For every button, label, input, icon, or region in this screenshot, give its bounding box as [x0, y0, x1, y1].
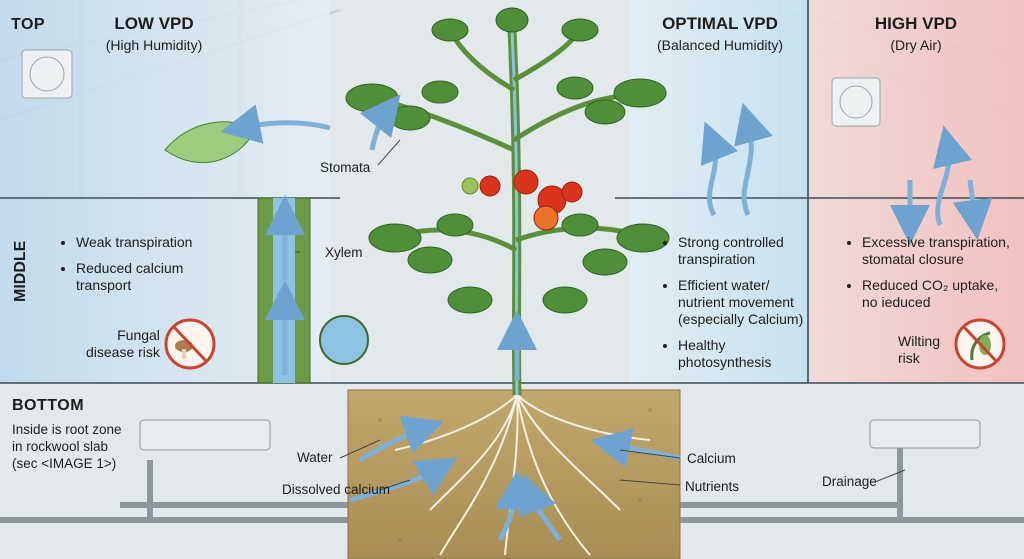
optimal-vpd-title: OPTIMAL VPD	[662, 14, 778, 33]
callout-lines	[295, 139, 906, 491]
tomatoes	[461, 169, 583, 231]
calcium-label: Calcium	[687, 451, 736, 466]
leaves	[345, 7, 670, 314]
zone-bottom-label: BOTTOM	[12, 397, 85, 414]
low-bullet-line: transport	[76, 277, 132, 293]
benches	[139, 419, 981, 451]
optimal-bullet-line: transpiration	[678, 251, 756, 267]
low-risk-line: Fungal	[117, 327, 160, 343]
irrigation-pipes	[0, 445, 1024, 523]
stomata-label: Stomata	[320, 160, 371, 175]
optimal-vpd-subtitle: (Balanced Humidity)	[656, 37, 784, 53]
low-vpd-subtitle: (High Humidity)	[105, 37, 203, 53]
water-label: Water	[297, 450, 333, 465]
bottom-note-line: Inside is root zone	[12, 422, 122, 437]
flow-arrows	[220, 94, 993, 542]
high-risk-line: Wilting	[898, 333, 941, 349]
high-vpd-bullets: Excessive transpiration,stomatal closure…	[846, 234, 1010, 320]
high-vpd-title: HIGH VPD	[874, 14, 958, 33]
high-risk-line: risk	[898, 350, 920, 366]
optimal-bullet-line: nutrient movement	[678, 294, 794, 310]
dissolved-calcium-label: Dissolved calcium	[282, 482, 391, 497]
high-bullet-line: Reduced CO₂ uptake,	[862, 277, 999, 293]
xylem-magnifier-icon	[319, 315, 369, 365]
optimal-vpd-panel	[630, 0, 808, 383]
optimal-bullet-line: Healthy	[678, 337, 726, 353]
low-bullet-line: Reduced calcium	[76, 260, 184, 276]
optimal-bullet: Efficient water/nutrient movement(especi…	[678, 277, 803, 328]
optimal-bullet-line: photosynthesis	[678, 354, 772, 370]
zone-middle-label: MIDDLE	[12, 240, 29, 302]
low-bullet: Weak transpiration	[76, 234, 192, 251]
optimal-bullet-line: (especially Calcium)	[678, 311, 804, 327]
bottom-note-line: (sec <IMAGE 1>)	[12, 456, 117, 471]
roots	[394, 394, 651, 556]
low-vpd-bullets: Weak transpiration Reduced calciumtransp…	[60, 234, 192, 303]
zone-top-label: TOP	[11, 16, 46, 33]
high-vpd-panel	[808, 0, 1024, 383]
low-risk-line: disease risk	[86, 344, 160, 360]
fan-icon	[21, 49, 881, 127]
low-vpd-title: LOW VPD	[114, 14, 194, 33]
bottom-note-line: in rockwool slab	[12, 439, 109, 454]
high-vpd-subtitle: (Dry Air)	[890, 37, 942, 53]
bottom-note: Inside is root zone in rockwool slab (se…	[12, 421, 122, 472]
drainage-label: Drainage	[822, 474, 877, 489]
no-fungus-icon	[164, 318, 216, 370]
high-bullet-line: Excessive transpiration,	[862, 234, 1010, 250]
optimal-bullet-line: Efficient water/	[678, 277, 770, 293]
low-risk-label: Fungal disease risk	[86, 327, 160, 361]
high-bullet: Excessive transpiration,stomatal closure	[862, 234, 1010, 268]
high-bullet-line: no ieduced	[862, 294, 931, 310]
high-bullet-line: stomatal closure	[862, 251, 964, 267]
nutrients-label: Nutrients	[685, 479, 740, 494]
xylem-label: Xylem	[325, 245, 363, 260]
high-bullet: Reduced CO₂ uptake,no ieduced	[862, 277, 1010, 311]
optimal-bullet-line: Strong controlled	[678, 234, 784, 250]
high-risk-label: Wilting risk	[898, 333, 940, 367]
no-wilting-icon	[954, 318, 1006, 370]
